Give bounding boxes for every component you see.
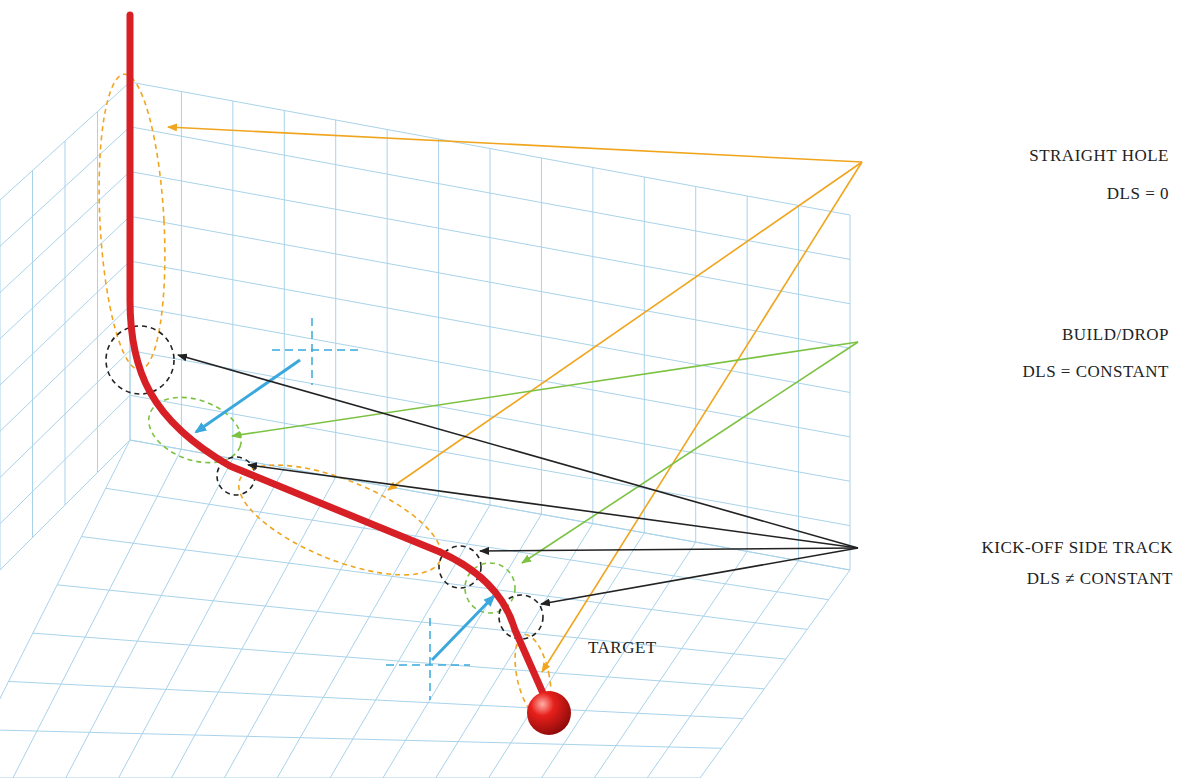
grid-line	[13, 449, 182, 778]
zone-label: DLS = CONSTANT	[1022, 362, 1169, 382]
grid-line	[330, 505, 490, 778]
grid-line	[0, 82, 130, 200]
zone-label: DLS ≠ CONSTANT	[1027, 569, 1173, 589]
grid-line	[130, 127, 850, 260]
grid-line	[130, 351, 850, 482]
grid-line	[224, 486, 387, 778]
target-ball	[527, 691, 571, 735]
grid-line	[0, 730, 721, 749]
target-markers	[196, 318, 494, 700]
grid-line	[130, 82, 850, 215]
grid-line	[0, 306, 130, 432]
grid-line	[119, 468, 285, 778]
grid-line	[647, 561, 798, 778]
grid-line	[106, 488, 829, 599]
grid-line	[9, 681, 743, 718]
grid-line	[171, 477, 335, 778]
grid-line	[0, 261, 130, 385]
grid-line	[700, 570, 850, 778]
zone-label: TARGET	[588, 638, 657, 658]
grid-line	[66, 459, 233, 778]
grid-line	[0, 216, 130, 339]
grid-line	[57, 585, 786, 659]
well-path	[130, 15, 546, 700]
zone-label: DLS = 0	[1107, 184, 1169, 204]
grid-line	[130, 172, 850, 304]
grid-line	[0, 127, 130, 247]
grid-line	[130, 216, 850, 348]
grid-line	[130, 395, 850, 525]
grid-line	[0, 172, 130, 293]
grid-line	[33, 633, 764, 689]
grid-line	[0, 440, 130, 570]
zone-label: STRAIGHT HOLE	[1029, 146, 1169, 166]
leader-lines	[168, 127, 862, 672]
zone-label: KICK-OFF SIDE TRACK	[982, 538, 1174, 558]
grid-line	[0, 440, 130, 778]
zone-label: BUILD/DROP	[1062, 325, 1169, 345]
